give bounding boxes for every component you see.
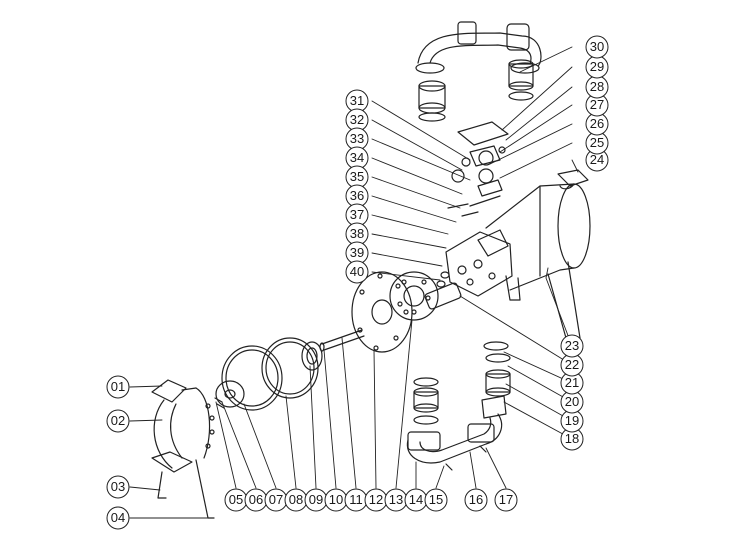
svg-text:27: 27 bbox=[590, 97, 604, 112]
svg-text:12: 12 bbox=[369, 492, 383, 507]
svg-text:30: 30 bbox=[590, 39, 604, 54]
svg-text:21: 21 bbox=[565, 375, 579, 390]
left-end-cap bbox=[151, 379, 225, 519]
svg-text:04: 04 bbox=[111, 510, 125, 525]
callout-07: 07 bbox=[264, 488, 288, 512]
svg-text:13: 13 bbox=[389, 492, 403, 507]
top-manifold bbox=[415, 21, 542, 122]
svg-text:16: 16 bbox=[469, 492, 483, 507]
callout-39: 39 bbox=[345, 241, 369, 265]
air-valve-stack bbox=[447, 121, 509, 217]
svg-text:40: 40 bbox=[350, 264, 364, 279]
svg-text:35: 35 bbox=[350, 169, 364, 184]
callout-09: 09 bbox=[304, 488, 328, 512]
svg-text:26: 26 bbox=[590, 116, 604, 131]
svg-text:20: 20 bbox=[565, 394, 579, 409]
svg-text:37: 37 bbox=[350, 207, 364, 222]
svg-text:10: 10 bbox=[329, 492, 343, 507]
callout-35: 35 bbox=[345, 165, 369, 189]
callout-15: 15 bbox=[424, 488, 448, 512]
svg-text:31: 31 bbox=[350, 93, 364, 108]
callout-23: 23 bbox=[560, 334, 584, 358]
svg-text:28: 28 bbox=[590, 79, 604, 94]
callout-21: 21 bbox=[560, 371, 584, 395]
diaphragm-set bbox=[215, 337, 323, 411]
callout-14: 14 bbox=[404, 488, 428, 512]
svg-text:36: 36 bbox=[350, 188, 364, 203]
callout-27: 27 bbox=[585, 93, 609, 117]
callout-08: 08 bbox=[284, 488, 308, 512]
svg-text:14: 14 bbox=[409, 492, 423, 507]
callout-04: 04 bbox=[106, 506, 130, 530]
callout-12: 12 bbox=[364, 488, 388, 512]
callout-20: 20 bbox=[560, 390, 584, 414]
svg-text:05: 05 bbox=[229, 492, 243, 507]
svg-text:11: 11 bbox=[349, 492, 363, 507]
svg-text:17: 17 bbox=[499, 492, 513, 507]
callout-30: 30 bbox=[585, 35, 609, 59]
svg-text:32: 32 bbox=[350, 112, 364, 127]
lower-manifold bbox=[406, 341, 511, 471]
callout-02: 02 bbox=[106, 409, 130, 433]
callout-19: 19 bbox=[560, 409, 584, 433]
svg-text:39: 39 bbox=[350, 245, 364, 260]
callout-22: 22 bbox=[560, 353, 584, 377]
callout-25: 25 bbox=[585, 131, 609, 155]
svg-text:01: 01 bbox=[111, 379, 125, 394]
callout-26: 26 bbox=[585, 112, 609, 136]
callout-33: 33 bbox=[345, 127, 369, 151]
svg-text:29: 29 bbox=[590, 59, 604, 74]
svg-text:38: 38 bbox=[350, 226, 364, 241]
pump-housing bbox=[424, 169, 591, 339]
svg-text:33: 33 bbox=[350, 131, 364, 146]
callout-28: 28 bbox=[585, 75, 609, 99]
callout-40: 40 bbox=[345, 260, 369, 284]
callout-01: 01 bbox=[106, 375, 130, 399]
svg-text:18: 18 bbox=[565, 431, 579, 446]
callout-10: 10 bbox=[324, 488, 348, 512]
callout-17: 17 bbox=[494, 488, 518, 512]
callout-31: 31 bbox=[345, 89, 369, 113]
svg-text:08: 08 bbox=[289, 492, 303, 507]
callout-05: 05 bbox=[224, 488, 248, 512]
leader-lines bbox=[129, 46, 579, 519]
svg-text:09: 09 bbox=[309, 492, 323, 507]
svg-text:15: 15 bbox=[429, 492, 443, 507]
svg-text:19: 19 bbox=[565, 413, 579, 428]
callout-11: 11 bbox=[344, 488, 368, 512]
svg-text:02: 02 bbox=[111, 413, 125, 428]
svg-text:25: 25 bbox=[590, 135, 604, 150]
callout-13: 13 bbox=[384, 488, 408, 512]
callout-29: 29 bbox=[585, 55, 609, 79]
callout-38: 38 bbox=[345, 222, 369, 246]
svg-text:24: 24 bbox=[590, 152, 604, 167]
outer-plate bbox=[351, 271, 413, 353]
svg-text:34: 34 bbox=[350, 150, 364, 165]
callout-06: 06 bbox=[244, 488, 268, 512]
svg-text:23: 23 bbox=[565, 338, 579, 353]
callout-03: 03 bbox=[106, 475, 130, 499]
svg-text:06: 06 bbox=[249, 492, 263, 507]
svg-text:07: 07 bbox=[269, 492, 283, 507]
svg-text:22: 22 bbox=[565, 357, 579, 372]
callout-36: 36 bbox=[345, 184, 369, 208]
svg-text:03: 03 bbox=[111, 479, 125, 494]
callout-24: 24 bbox=[585, 148, 609, 172]
callout-16: 16 bbox=[464, 488, 488, 512]
callout-34: 34 bbox=[345, 146, 369, 170]
